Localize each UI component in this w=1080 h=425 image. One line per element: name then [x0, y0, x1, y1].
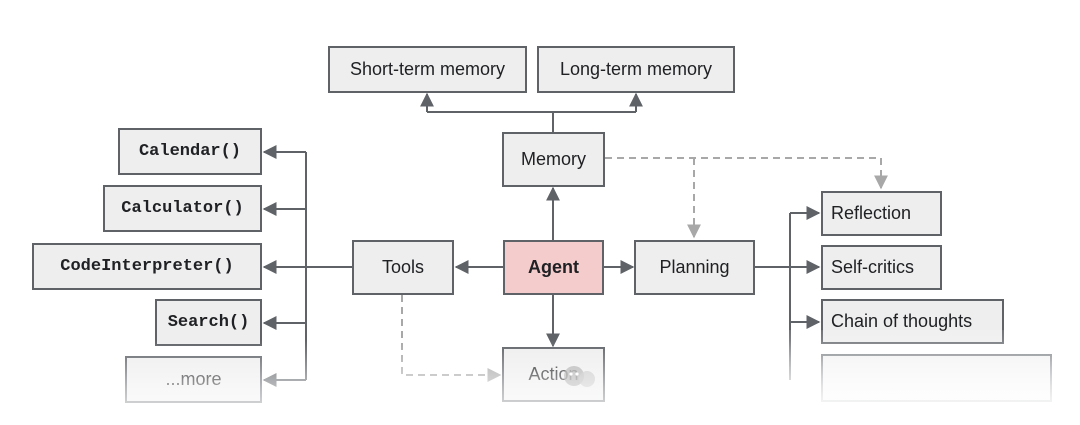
tools-branch-connector: [262, 145, 352, 387]
self-critics-node: Self-critics: [821, 245, 942, 290]
planning-branch-connector: [755, 206, 821, 380]
agent-node: Agent: [503, 240, 604, 295]
dashed-arrow-tools-to-action: [401, 295, 502, 382]
search-tool-node: Search(): [155, 299, 262, 346]
calendar-tool-node: Calendar(): [118, 128, 262, 175]
dashed-arrow-memory-to-reflection: [605, 157, 888, 190]
cut-off-planning-node: [821, 354, 1052, 402]
short-term-memory-node: Short-term memory: [328, 46, 527, 93]
watermark-icon: [564, 366, 595, 387]
tools-node: Tools: [352, 240, 454, 295]
long-term-memory-node: Long-term memory: [537, 46, 735, 93]
memory-node: Memory: [502, 132, 605, 187]
more-tools-node: ...more: [125, 356, 262, 403]
calculator-tool-node: Calculator(): [103, 185, 262, 232]
chain-of-thoughts-node: Chain of thoughts: [821, 299, 1004, 344]
planning-node: Planning: [634, 240, 755, 295]
reflection-node: Reflection: [821, 191, 942, 236]
code-interpreter-tool-node: CodeInterpreter(): [32, 243, 262, 290]
memory-to-memory-types-connector: [420, 92, 643, 132]
